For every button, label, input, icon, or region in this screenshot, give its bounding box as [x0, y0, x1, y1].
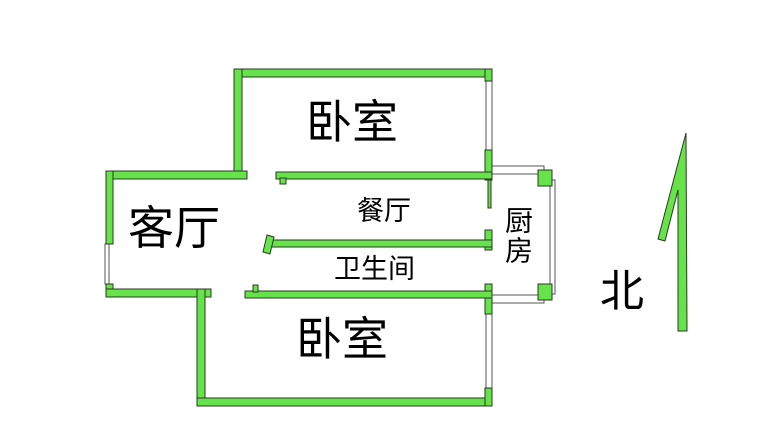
wall-living-west-upper — [105, 170, 114, 245]
window-kitchen-top — [491, 165, 545, 175]
wall-bedroom-south-west — [196, 288, 206, 407]
window-bedroom-south — [485, 311, 493, 393]
wall-bedroom-west — [233, 68, 243, 179]
room-label-bedroom-south: 卧室 — [296, 312, 388, 366]
wall-bath-bedroom — [244, 290, 493, 299]
compass-label: 北 — [600, 266, 644, 317]
wall-kitchen-se — [537, 283, 553, 301]
door-stub-bedroom-south — [252, 284, 259, 293]
wall-living-south — [105, 288, 212, 298]
room-label-dining-room: 餐厅 — [357, 196, 411, 227]
wall-east-d — [484, 283, 493, 315]
wall-south — [196, 397, 493, 407]
door-stub-bedroom — [279, 177, 287, 185]
door-stub-bath — [262, 234, 275, 255]
window-kitchen-right — [549, 179, 556, 295]
room-label-bedroom-north: 卧室 — [306, 95, 398, 149]
room-label-bathroom: 卫生间 — [334, 254, 415, 285]
window-kitchen-bottom — [491, 294, 545, 304]
wall-east-e — [484, 387, 493, 407]
wall-east-a — [484, 68, 493, 82]
room-label-kitchen: 厨房 — [501, 206, 534, 266]
wall-north — [233, 68, 493, 78]
door-kitchen — [487, 179, 492, 209]
wall-living-north — [105, 170, 248, 180]
north-arrow-icon — [657, 132, 688, 332]
wall-dining-bath — [269, 239, 493, 248]
door-entrance — [104, 243, 110, 285]
wall-bedroom-dining — [275, 171, 493, 180]
wall-kitchen-ne — [537, 169, 553, 187]
room-label-living-room: 客厅 — [128, 201, 220, 255]
